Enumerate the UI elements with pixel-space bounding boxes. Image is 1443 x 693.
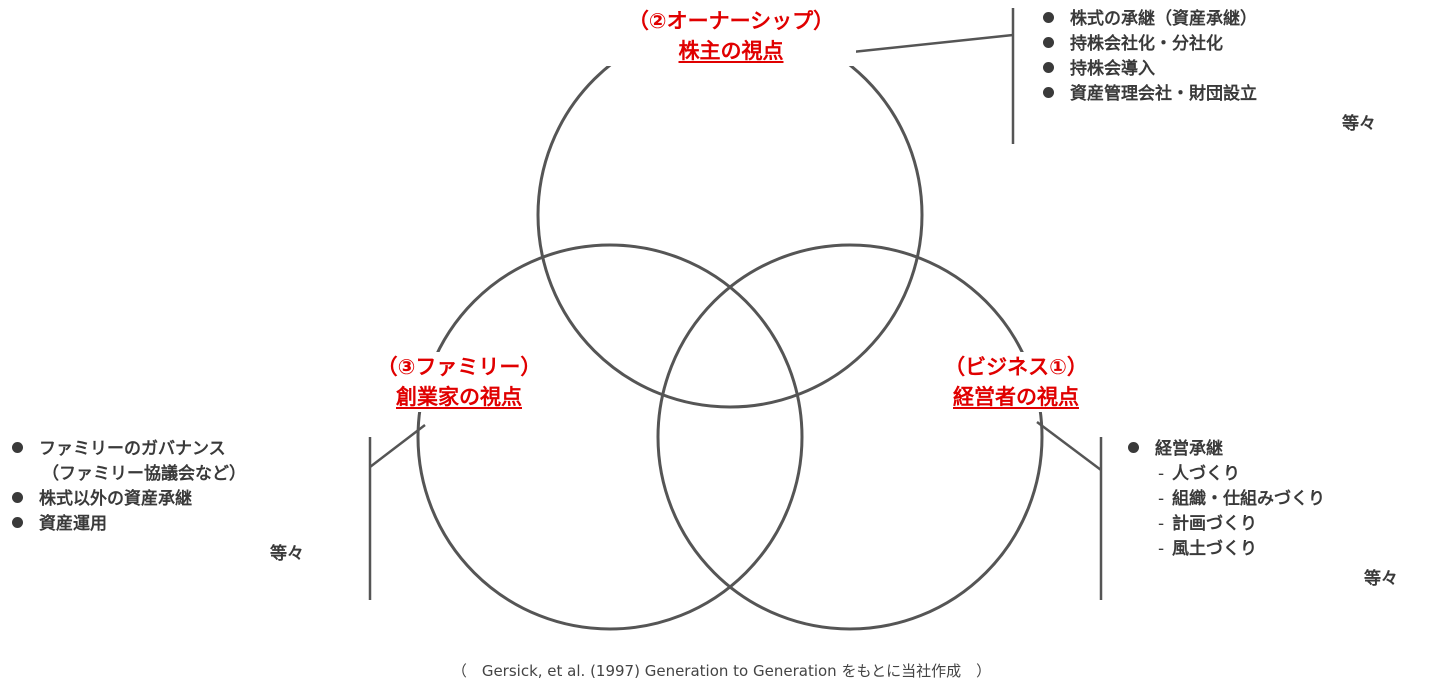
bullet-icon <box>12 516 23 528</box>
business-list: 経営承継 -人づくり -組織・仕組みづくり -計画づくり -風土づくり <box>1128 437 1325 562</box>
ownership-etc: 等々 <box>1342 114 1376 134</box>
list-item-note: （ファミリー協議会など） <box>42 464 246 484</box>
list-item: 経営承継 <box>1128 437 1325 462</box>
business-etc: 等々 <box>1364 569 1398 589</box>
list-item: 資産管理会社・財団設立 <box>1043 82 1257 107</box>
bullet-icon <box>1128 441 1139 453</box>
list-sub-item: -計画づくり <box>1128 512 1325 537</box>
dash-icon: - <box>1158 539 1165 559</box>
business-subtitle: 経営者の視点 <box>953 385 1079 409</box>
bullet-icon <box>12 491 23 503</box>
list-sub-item: -組織・仕組みづくり <box>1128 487 1325 512</box>
ownership-heading: （②オーナーシップ） <box>627 9 835 33</box>
dash-icon: - <box>1158 489 1165 509</box>
bullet-icon <box>1043 86 1054 98</box>
list-item: 資産運用 <box>12 512 246 537</box>
list-item: 持株会社化・分社化 <box>1043 32 1257 57</box>
bullet-icon <box>1043 11 1054 23</box>
family-subtitle: 創業家の視点 <box>396 385 522 409</box>
bullet-icon <box>1043 61 1054 73</box>
ownership-label: （②オーナーシップ） 株主の視点 <box>606 6 856 66</box>
bullet-icon <box>1043 36 1054 48</box>
source-caption: （ Gersick, et al. (1997) Generation to G… <box>451 662 992 680</box>
ownership-circle <box>536 21 924 409</box>
business-label: （ビジネス①） 経営者の視点 <box>920 352 1112 412</box>
list-item: 株式以外の資産承継 <box>12 487 246 512</box>
list-sub-item: -人づくり <box>1128 462 1325 487</box>
list-item: 持株会導入 <box>1043 57 1257 82</box>
family-heading: （③ファミリー） <box>376 355 542 379</box>
family-list: ファミリーのガバナンス （ファミリー協議会など） 株式以外の資産承継 資産運用 <box>12 437 246 537</box>
family-etc: 等々 <box>270 544 304 564</box>
list-sub-item: -風土づくり <box>1128 537 1325 562</box>
list-item: ファミリーのガバナンス <box>12 437 246 462</box>
business-connector <box>1036 421 1102 471</box>
bullet-icon <box>12 441 23 453</box>
business-circle <box>656 243 1044 631</box>
dash-icon: - <box>1158 514 1165 534</box>
family-connector <box>369 424 426 468</box>
business-heading: （ビジネス①） <box>944 355 1088 379</box>
ownership-list: 株式の承継（資産承継） 持株会社化・分社化 持株会導入 資産管理会社・財団設立 <box>1043 7 1257 107</box>
list-item: 株式の承継（資産承継） <box>1043 7 1257 32</box>
family-circle <box>416 243 804 631</box>
dash-icon: - <box>1158 464 1165 484</box>
ownership-subtitle: 株主の視点 <box>678 39 784 63</box>
family-label: （③ファミリー） 創業家の視点 <box>358 352 560 412</box>
